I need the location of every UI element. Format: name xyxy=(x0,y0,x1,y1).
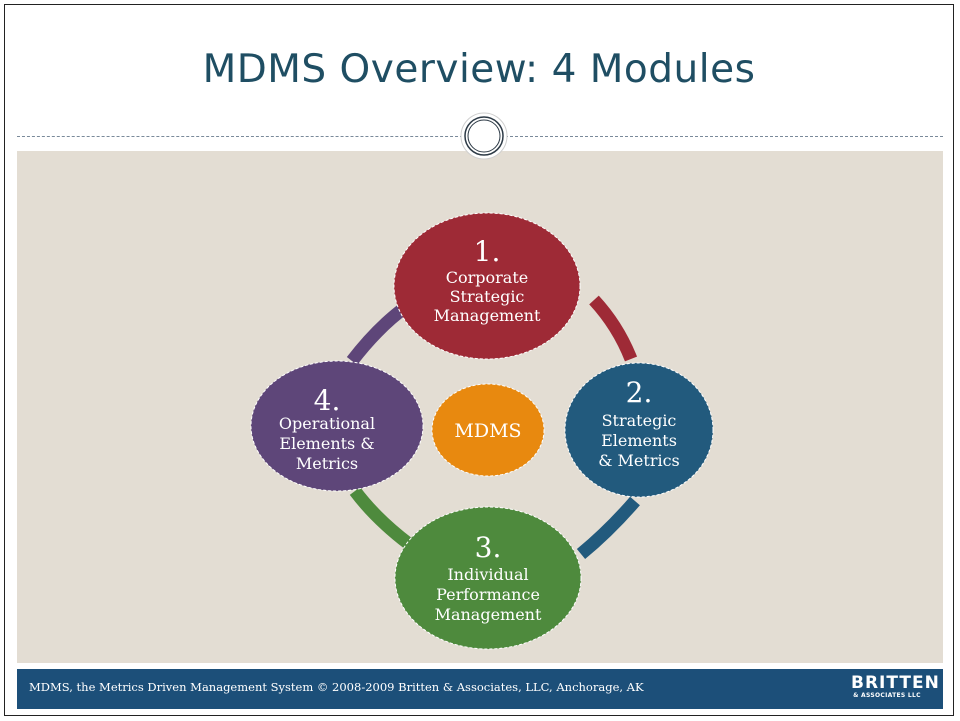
arc-3-4 xyxy=(349,487,413,550)
module-4-number: 4. xyxy=(314,384,341,417)
module-3-number: 3. xyxy=(475,531,502,564)
module-3-line-2: Performance xyxy=(436,585,540,604)
footer-copyright: MDMS, the Metrics Driven Management Syst… xyxy=(29,680,644,694)
arc-2-3 xyxy=(576,496,640,560)
module-4-ellipse xyxy=(250,360,424,492)
module-2-ellipse xyxy=(564,362,714,498)
module-3-line-3: Management xyxy=(435,605,542,624)
module-1-ellipse xyxy=(393,212,581,360)
module-2: 2. Strategic Elements & Metrics xyxy=(564,362,714,498)
slide-title: MDMS Overview: 4 Modules xyxy=(202,47,756,92)
center-ellipse xyxy=(431,383,545,477)
arc-1-2 xyxy=(589,295,638,362)
module-4: 4. Operational Elements & Metrics xyxy=(250,360,424,492)
module-1: 1. Corporate Strategic Management xyxy=(393,212,581,360)
center-label: MDMS xyxy=(454,420,521,442)
britten-logo: BRITTEN & ASSOCIATES LLC xyxy=(851,673,940,700)
module-2-line-3: & Metrics xyxy=(598,451,680,470)
logo-sub: & ASSOCIATES LLC xyxy=(853,692,921,699)
module-1-line-2: Strategic xyxy=(450,287,525,306)
module-2-line-1: Strategic xyxy=(602,411,677,430)
logo-main: BRITTEN xyxy=(851,673,940,693)
module-3-ellipse xyxy=(394,506,582,650)
module-1-line-3: Management xyxy=(434,306,541,325)
arc-4-1 xyxy=(346,300,411,365)
module-1-line-1: Corporate xyxy=(446,268,528,287)
module-4-line-3: Metrics xyxy=(296,454,358,473)
slide: MDMS Overview: 4 Modules 1. Corporate St… xyxy=(4,4,954,716)
diagram-svg: 1. Corporate Strategic Management 2. Str… xyxy=(250,112,714,650)
divider-right xyxy=(505,136,943,137)
module-1-number: 1. xyxy=(474,235,501,268)
divider-ornament-inner xyxy=(467,119,501,153)
center-node: MDMS xyxy=(431,383,545,477)
module-3-line-1: Individual xyxy=(447,565,528,584)
footer-bar: MDMS, the Metrics Driven Management Syst… xyxy=(17,669,943,709)
module-2-number: 2. xyxy=(626,376,653,409)
module-4-line-1: Operational xyxy=(279,414,375,433)
module-3: 3. Individual Performance Management xyxy=(394,506,582,650)
module-2-line-2: Elements xyxy=(601,431,677,450)
divider-left xyxy=(17,136,463,137)
module-4-line-2: Elements & xyxy=(279,434,374,453)
